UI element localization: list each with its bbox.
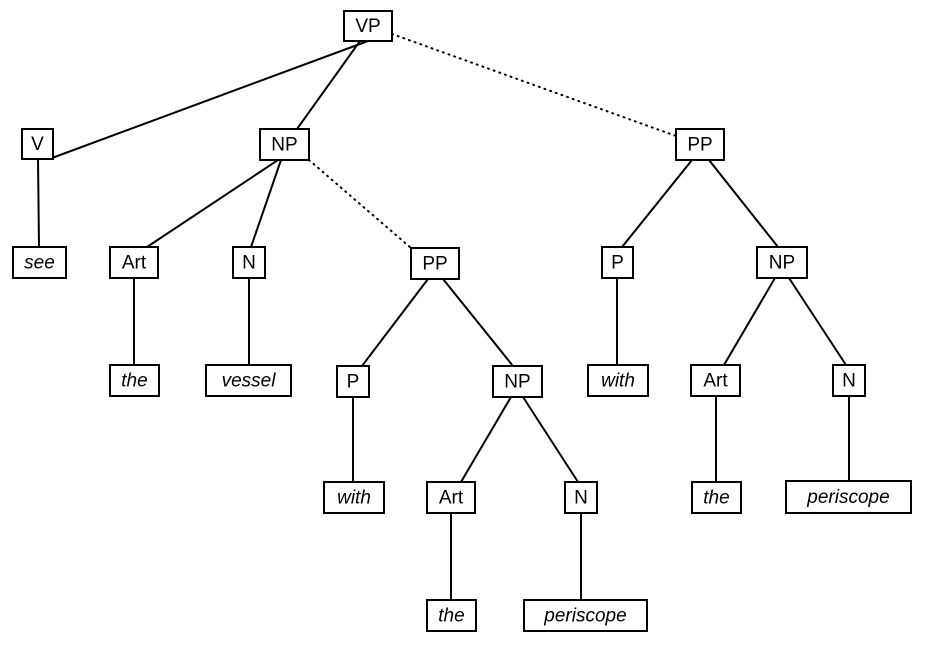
edge-layer (37, 33, 850, 600)
node-label-with_mid: with (337, 488, 371, 509)
tree-node-n_right[interactable]: N (832, 364, 866, 397)
node-label-the1: the (121, 371, 147, 392)
tree-node-n_mid[interactable]: N (564, 481, 598, 514)
node-label-p_right: P (611, 253, 624, 274)
node-label-v: V (31, 134, 44, 155)
node-label-art_mid: Art (439, 488, 464, 509)
tree-edge-np_right-to-art_right (723, 277, 776, 366)
node-box-v (21, 128, 54, 160)
tree-edge-np1-to-art1 (146, 159, 279, 248)
node-label-n1: N (242, 253, 256, 274)
node-label-see: see (24, 253, 55, 274)
node-box-the1 (109, 364, 160, 397)
node-box-pp_mid (410, 247, 460, 280)
node-label-vp: VP (355, 16, 380, 37)
node-box-with_mid (323, 481, 385, 514)
tree-edge-np_right-to-n_right (788, 277, 847, 366)
node-box-vessel (205, 364, 292, 397)
tree-edge-pp_right-to-p_right (621, 159, 693, 248)
node-box-the_mid (426, 599, 477, 632)
tree-node-vessel[interactable]: vessel (205, 364, 292, 397)
node-label-vessel: vessel (222, 371, 277, 392)
tree-edge-pp_mid-to-p_mid (361, 278, 429, 367)
node-box-np_right (756, 246, 808, 279)
node-label-periscope_mid: periscope (543, 606, 626, 627)
tree-node-np_mid[interactable]: NP (492, 365, 543, 398)
node-box-periscope_right (785, 480, 912, 514)
node-box-the_right (691, 481, 742, 514)
node-label-np_mid: NP (504, 372, 530, 393)
tree-node-periscope_right[interactable]: periscope (785, 480, 912, 514)
node-label-n_mid: N (574, 488, 588, 509)
node-box-n_right (832, 364, 866, 397)
tree-edge-pp_right-to-np_right (708, 159, 779, 248)
tree-node-vp[interactable]: VP (343, 10, 393, 42)
node-label-np_right: NP (769, 253, 795, 274)
tree-node-the1[interactable]: the (109, 364, 160, 397)
node-label-periscope_right: periscope (806, 487, 889, 508)
node-label-pp_mid: PP (422, 254, 447, 275)
node-label-pp_right: PP (687, 135, 712, 156)
node-box-periscope_mid (523, 599, 648, 632)
tree-edge-v-to-see (37, 158, 40, 248)
tree-edge-np1-to-n1 (250, 159, 282, 248)
node-label-art_right: Art (703, 371, 728, 392)
tree-node-with_mid[interactable]: with (323, 481, 385, 514)
node-box-n1 (232, 246, 266, 279)
node-box-p_mid (336, 365, 370, 398)
tree-node-with_right[interactable]: with (587, 364, 649, 397)
tree-node-art1[interactable]: Art (109, 246, 159, 279)
tree-node-pp_mid[interactable]: PP (410, 247, 460, 280)
tree-node-the_mid[interactable]: the (426, 599, 477, 632)
tree-edge-pp_mid-to-np_mid (442, 278, 514, 367)
node-box-see (12, 246, 67, 279)
tree-node-np1[interactable]: NP (259, 128, 310, 161)
node-box-p_right (601, 246, 634, 279)
node-label-np1: NP (271, 135, 297, 156)
tree-node-art_right[interactable]: Art (690, 364, 741, 397)
tree-node-see[interactable]: see (12, 246, 67, 279)
tree-node-v[interactable]: V (21, 128, 54, 160)
node-box-n_mid (564, 481, 598, 514)
node-box-art1 (109, 246, 159, 279)
tree-node-art_mid[interactable]: Art (426, 481, 476, 514)
tree-node-p_mid[interactable]: P (336, 365, 370, 398)
tree-edge-vp-to-v (51, 40, 369, 159)
node-label-the_right: the (703, 488, 729, 509)
node-box-with_right (587, 364, 649, 397)
tree-node-pp_right[interactable]: PP (675, 128, 725, 161)
tree-node-the_right[interactable]: the (691, 481, 742, 514)
tree-edge-np_mid-to-n_mid (522, 396, 579, 483)
node-label-p_mid: P (347, 372, 360, 393)
tree-edge-vp-to-pp_right (391, 33, 677, 137)
node-box-vp (343, 10, 393, 42)
node-layer: VPVseeNPArttheNvesselPPPwithNPArttheNper… (12, 10, 912, 632)
tree-node-p_right[interactable]: P (601, 246, 634, 279)
node-label-with_right: with (601, 371, 635, 392)
tree-edge-np_mid-to-art_mid (460, 396, 512, 483)
tree-edge-np1-to-pp_mid (308, 159, 412, 249)
tree-node-n1[interactable]: N (232, 246, 266, 279)
node-box-pp_right (675, 128, 725, 161)
tree-node-np_right[interactable]: NP (756, 246, 808, 279)
tree-node-periscope_mid[interactable]: periscope (523, 599, 648, 632)
node-label-art1: Art (122, 253, 147, 274)
node-label-the_mid: the (438, 606, 464, 627)
node-box-art_mid (426, 481, 476, 514)
node-box-np1 (259, 128, 310, 161)
tree-edge-vp-to-np1 (296, 40, 361, 130)
node-box-art_right (690, 364, 741, 397)
node-label-n_right: N (842, 371, 856, 392)
node-box-np_mid (492, 365, 543, 398)
